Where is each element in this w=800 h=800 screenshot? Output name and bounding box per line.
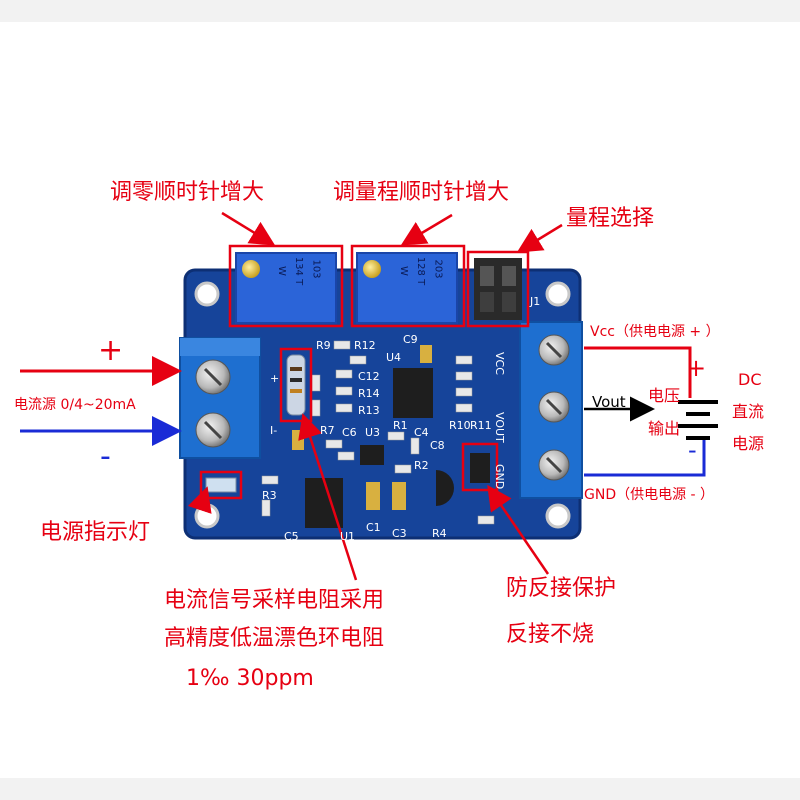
- mount-hole-br: [545, 503, 571, 529]
- silk-r14: R14: [358, 387, 380, 400]
- bottom-band: [0, 778, 800, 800]
- silk-in-minus: I-: [270, 424, 278, 437]
- label-current-source: 电流源 0/4~20mA: [14, 397, 136, 413]
- silk-r9: R9: [316, 339, 331, 352]
- label-dc: DC: [738, 370, 762, 389]
- label-power: 电源: [732, 434, 765, 453]
- zero-trimpot: [235, 252, 337, 324]
- top-band: [0, 0, 800, 22]
- silk-u3: U3: [365, 426, 381, 439]
- pot1-line3: W: [275, 266, 287, 276]
- jumper-box: [466, 250, 530, 328]
- label-output: 输出: [648, 419, 681, 438]
- mount-hole-tl: [194, 281, 220, 307]
- label-sense-resistor-2: 高精度低温漂色环电阻: [164, 626, 385, 651]
- power-led-box: [199, 470, 243, 500]
- regulator: [436, 470, 454, 506]
- label-vcc: Vcc（供电电源 + ）: [590, 324, 720, 340]
- pot1-line1: 103: [310, 259, 322, 279]
- silk-vout: VOUT: [493, 412, 506, 443]
- silk-c12: C12: [358, 370, 380, 383]
- input-minus-sign: -: [100, 439, 111, 474]
- input-plus-sign: +: [98, 333, 124, 368]
- arrow-range: [516, 223, 563, 253]
- silk-c8: C8: [430, 439, 445, 452]
- label-range-select: 量程选择: [566, 206, 655, 231]
- label-vout: Vout: [592, 393, 626, 411]
- silk-c1: C1: [366, 521, 381, 534]
- label-dc-supply: 直流: [732, 402, 765, 421]
- silk-r7: R7: [320, 424, 335, 437]
- silk-c3: C3: [392, 527, 407, 540]
- label-sense-resistor-1: 电流信号采样电阻采用: [164, 588, 385, 613]
- arrow-diode: [487, 484, 550, 575]
- vcc-wire: [584, 346, 692, 398]
- zero-trimpot-screw: [242, 260, 260, 278]
- span-trimpot-screw: [363, 260, 381, 278]
- sense-resistor: [286, 354, 306, 416]
- gnd-wire: [584, 438, 706, 477]
- dc-plus-sign: +: [686, 354, 707, 382]
- ic-u3: [360, 445, 384, 465]
- mount-hole-bl: [194, 503, 220, 529]
- silk-c5: C5: [284, 530, 299, 543]
- diode-box: [461, 442, 499, 492]
- silk-u4: U4: [386, 351, 402, 364]
- silk-r12: R12: [354, 339, 376, 352]
- span-trimpot-box: [350, 244, 466, 328]
- label-voltage: 电压: [648, 386, 681, 405]
- silk-vcc: VCC: [493, 352, 506, 375]
- mount-hole-tr: [545, 281, 571, 307]
- silk-c9: C9: [403, 333, 418, 346]
- power-led: [205, 477, 237, 493]
- arrow-span: [400, 213, 453, 246]
- label-power-led: 电源指示灯: [40, 520, 151, 545]
- silk-r11: R11: [470, 419, 492, 432]
- dc-minus-sign: -: [688, 436, 697, 464]
- silk-r13: R13: [358, 404, 380, 417]
- smd-parts: [261, 340, 495, 525]
- silk-c6: C6: [342, 426, 357, 439]
- pot1-line2: 134 T: [293, 256, 305, 286]
- silk-r4: R4: [432, 527, 447, 540]
- silk-in-plus: +: [270, 372, 280, 385]
- silk-u1: U1: [340, 530, 356, 543]
- label-span-adjust: 调量程顺时针增大: [333, 180, 510, 205]
- arrow-zero: [221, 211, 276, 246]
- pot2-line2: 128 T: [415, 256, 427, 286]
- silk-r1: R1: [393, 419, 408, 432]
- zero-trimpot-box: [228, 244, 344, 328]
- silk-c4: C4: [414, 426, 429, 439]
- label-zero-adjust: 调零顺时针增大: [110, 180, 265, 205]
- pot2-line1: 203: [432, 259, 444, 279]
- arrow-led: [187, 486, 212, 514]
- arrow-resistor: [298, 413, 358, 581]
- protection-diode: [470, 453, 490, 483]
- pot2-line3: W: [397, 266, 409, 276]
- silk-r2: R2: [414, 459, 429, 472]
- silk-r10: R10: [449, 419, 471, 432]
- tantalum-caps: [292, 345, 432, 510]
- label-sense-resistor-3: 1‰ 30ppm: [186, 666, 314, 691]
- silk-r3: R3: [262, 489, 277, 502]
- label-gnd: GND（供电电源 - ）: [584, 487, 715, 503]
- opamp-u4: [393, 368, 433, 418]
- sense-resistor-box: [279, 347, 313, 423]
- silk-j1: J1: [530, 295, 541, 308]
- silk-gnd: GND: [493, 464, 506, 490]
- label-reverse-protect-1: 防反接保护: [506, 576, 617, 601]
- label-reverse-protect-2: 反接不烧: [506, 622, 595, 647]
